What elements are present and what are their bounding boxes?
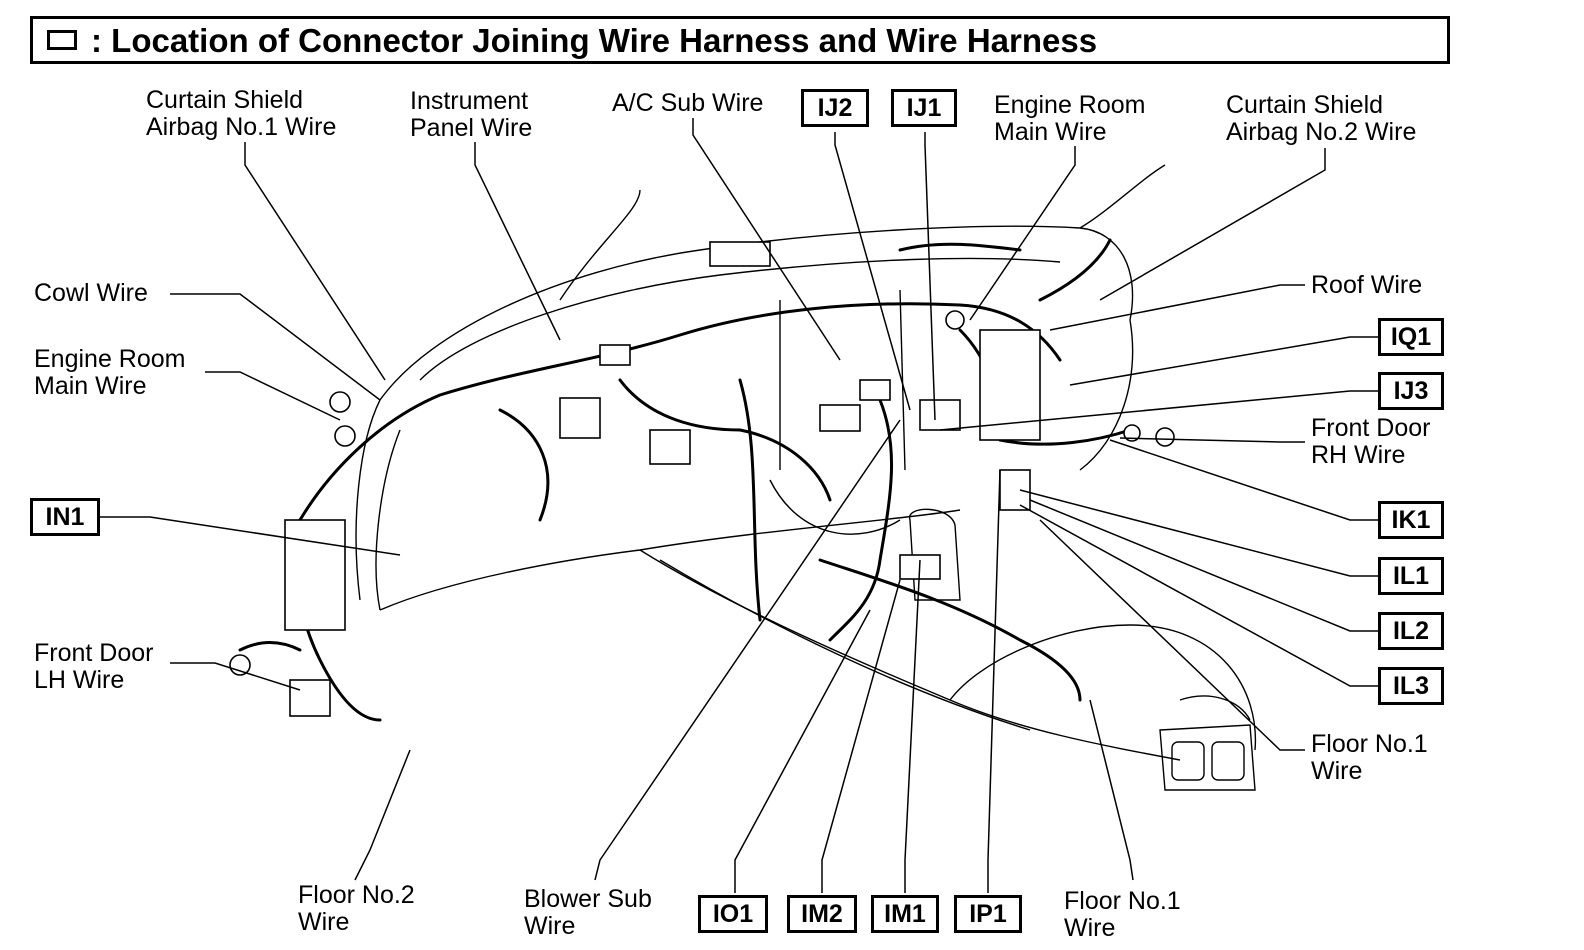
- label-line: Front Door: [1311, 414, 1431, 442]
- label-line: Curtain Shield: [146, 86, 304, 114]
- connector-io1[interactable]: IO1: [698, 895, 768, 933]
- label-instrument-panel-wire: Instrument Panel Wire: [410, 88, 532, 142]
- label-line: Floor No.1: [1064, 887, 1181, 915]
- connector-il1[interactable]: IL1: [1378, 557, 1444, 595]
- label-floor-no1-wire-right: Floor No.1 Wire: [1311, 731, 1428, 785]
- label-engine-room-main-wire-top: Engine Room Main Wire: [994, 92, 1145, 146]
- label-line: Wire: [1064, 914, 1116, 942]
- connector-in1[interactable]: IN1: [30, 498, 100, 536]
- title-banner: : Location of Connector Joining Wire Har…: [30, 16, 1450, 64]
- label-line: Cowl Wire: [34, 279, 148, 307]
- label-line: Airbag No.1 Wire: [146, 113, 337, 141]
- label-line: Front Door: [34, 639, 154, 667]
- label-blower-sub-wire: Blower Sub Wire: [524, 886, 652, 940]
- label-line: Wire: [298, 908, 350, 936]
- connector-il2[interactable]: IL2: [1378, 612, 1444, 650]
- label-line: Airbag No.2 Wire: [1226, 118, 1417, 146]
- label-curtain-shield-airbag-no1-wire: Curtain Shield Airbag No.1 Wire: [146, 87, 336, 141]
- label-front-door-rh-wire: Front Door RH Wire: [1311, 415, 1430, 469]
- connector-ij3[interactable]: IJ3: [1378, 372, 1444, 410]
- label-line: Wire: [524, 912, 576, 940]
- connector-im2[interactable]: IM2: [787, 895, 857, 933]
- connector-im1[interactable]: IM1: [871, 895, 939, 933]
- label-line: Blower Sub: [524, 885, 652, 913]
- connector-ik1[interactable]: IK1: [1378, 501, 1444, 539]
- connector-ip1[interactable]: IP1: [954, 895, 1022, 933]
- label-line: Main Wire: [994, 118, 1107, 146]
- label-ac-sub-wire: A/C Sub Wire: [612, 90, 763, 117]
- label-line: A/C Sub Wire: [612, 89, 764, 117]
- label-line: Floor No.1: [1311, 730, 1428, 758]
- connector-symbol-icon: [47, 30, 77, 50]
- label-line: Wire: [1311, 757, 1363, 785]
- label-front-door-lh-wire: Front Door LH Wire: [34, 640, 153, 694]
- label-line: Main Wire: [34, 372, 147, 400]
- dashboard-outline: [355, 164, 1257, 791]
- wire-harness-paths: [238, 238, 1132, 722]
- label-line: Roof Wire: [1311, 271, 1423, 299]
- connector-il3[interactable]: IL3: [1378, 667, 1444, 705]
- label-line: Engine Room: [994, 91, 1146, 119]
- page-title: : Location of Connector Joining Wire Har…: [91, 22, 1098, 59]
- connector-iq1[interactable]: IQ1: [1378, 318, 1444, 356]
- connector-blocks: [229, 241, 1175, 717]
- connector-ij2[interactable]: IJ2: [801, 89, 869, 127]
- label-line: Curtain Shield: [1226, 91, 1384, 119]
- label-engine-room-main-wire-left: Engine Room Main Wire: [34, 346, 185, 400]
- label-curtain-shield-airbag-no2-wire: Curtain Shield Airbag No.2 Wire: [1226, 92, 1416, 146]
- label-floor-no1-wire-bottom: Floor No.1 Wire: [1064, 888, 1181, 942]
- label-line: Instrument: [410, 87, 529, 115]
- label-cowl-wire: Cowl Wire: [34, 280, 148, 307]
- label-roof-wire: Roof Wire: [1311, 272, 1422, 299]
- label-line: LH Wire: [34, 666, 125, 694]
- connector-ij1[interactable]: IJ1: [891, 89, 957, 127]
- label-line: Engine Room: [34, 345, 186, 373]
- label-line: Panel Wire: [410, 114, 533, 142]
- label-line: RH Wire: [1311, 441, 1406, 469]
- label-line: Floor No.2: [298, 881, 415, 909]
- leader-lines: [100, 118, 1378, 893]
- label-floor-no2-wire: Floor No.2 Wire: [298, 882, 415, 936]
